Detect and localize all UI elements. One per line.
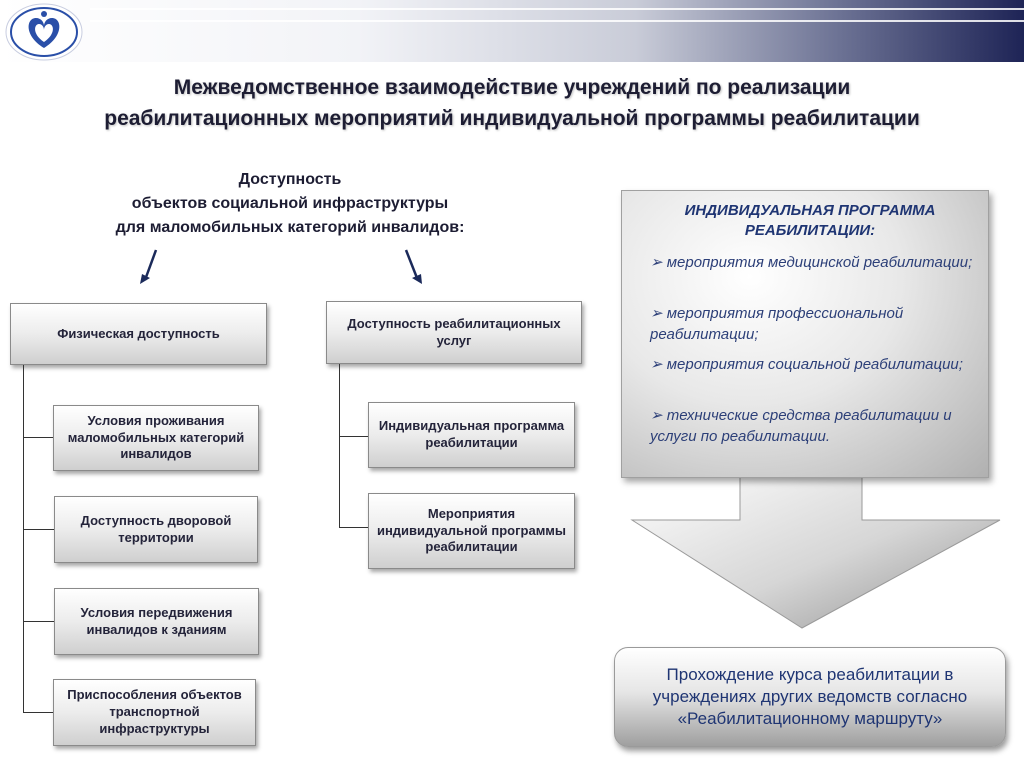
page-title-line-1: Межведомственное взаимодействие учрежден… xyxy=(173,76,851,99)
subtitle-line-1: Доступность xyxy=(238,171,342,188)
ipr-panel xyxy=(621,190,989,478)
subtitle-line-2: объектов социальной инфраструктуры xyxy=(131,195,449,212)
ipr-item-professional: ➢ мероприятия профессиональной реабилита… xyxy=(650,305,904,343)
left-tree-connector xyxy=(23,437,53,438)
rehab-route-box: Прохождение курса реабилитации в учрежде… xyxy=(614,647,1006,747)
big-arrow-down-icon xyxy=(630,470,1001,629)
ipr-item-social: ➢ мероприятия социальной реабилитации; xyxy=(650,356,963,373)
left-tree-line xyxy=(23,365,24,713)
left-tree-connector xyxy=(23,529,54,530)
rehab-services-accessibility-box: Доступность реабилитационных услуг xyxy=(326,301,582,364)
yard-accessibility-box: Доступность дворовой территории xyxy=(54,496,258,563)
physical-accessibility-box: Физическая доступность xyxy=(10,303,267,365)
individual-program-box: Индивидуальная программа реабилитации xyxy=(368,402,575,468)
header-stripe xyxy=(90,20,1024,22)
subtitle-line-3: для маломобильных категорий инвалидов: xyxy=(115,219,465,236)
heart-inner-icon xyxy=(35,24,53,42)
living-conditions-box: Условия проживания маломобильных категор… xyxy=(53,405,259,471)
ipr-item-technical: ➢ технические средства реабилитации и ус… xyxy=(650,407,952,445)
page-title-line-2: реабилитационных мероприятий индивидуаль… xyxy=(104,107,920,130)
person-head-icon xyxy=(41,11,47,17)
header-band xyxy=(0,0,1024,62)
middle-tree-connector xyxy=(339,436,369,437)
movement-conditions-box: Условия передвижения инвалидов к зданиям xyxy=(54,588,259,655)
header-stripe xyxy=(90,8,1024,10)
ministry-logo xyxy=(5,3,83,61)
middle-tree-connector xyxy=(339,527,369,528)
transport-infrastructure-box: Приспособления объектов транспортной инф… xyxy=(53,679,256,746)
middle-tree-line xyxy=(339,364,340,528)
ipr-item-medical: ➢ мероприятия медицинской реабилитации; xyxy=(650,254,973,271)
left-tree-connector xyxy=(23,712,53,713)
arrow-down-left-icon xyxy=(140,249,158,284)
ipr-panel-title: ИНДИВИДУАЛЬНАЯ ПРОГРАММА РЕАБИЛИТАЦИИ: xyxy=(684,202,936,239)
left-tree-connector xyxy=(23,621,54,622)
arrow-down-right-icon xyxy=(404,249,422,284)
program-activities-box: Мероприятия индивидуальной программы реа… xyxy=(368,493,575,569)
